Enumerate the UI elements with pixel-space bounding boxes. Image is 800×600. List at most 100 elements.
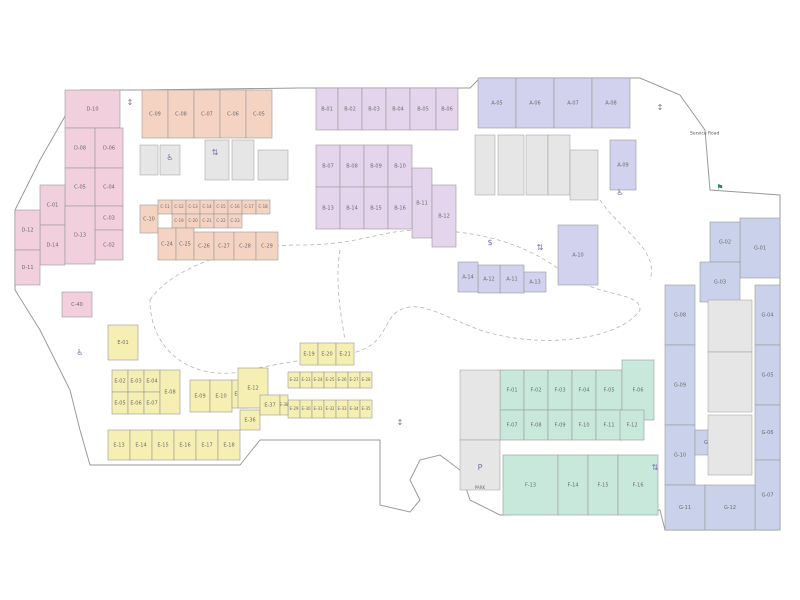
store-unit[interactable]: C-16 bbox=[227, 199, 243, 215]
store-unit[interactable]: A-11 bbox=[499, 264, 525, 294]
store-unit[interactable]: E-30 bbox=[299, 399, 313, 419]
store-unit[interactable]: C-01 bbox=[39, 184, 66, 226]
store-unit[interactable]: A-06 bbox=[515, 77, 555, 129]
store-unit[interactable]: B-02 bbox=[337, 87, 363, 131]
store-unit[interactable]: F-03 bbox=[547, 369, 573, 411]
restroom-icon[interactable]: ♿ bbox=[76, 348, 83, 357]
store-unit[interactable]: B-10 bbox=[387, 144, 413, 188]
store-unit[interactable]: E-37 bbox=[259, 394, 281, 416]
store-unit[interactable]: B-14 bbox=[339, 186, 365, 230]
store-unit[interactable]: G-11 bbox=[664, 484, 706, 531]
store-unit[interactable]: B-05 bbox=[409, 87, 437, 131]
elevator-icon[interactable]: ⇅ bbox=[212, 148, 219, 157]
store-unit[interactable]: C-21 bbox=[199, 213, 215, 229]
store-unit[interactable]: C-12 bbox=[171, 199, 187, 215]
store-unit[interactable]: C-09 bbox=[141, 89, 169, 139]
store-unit[interactable]: B-01 bbox=[315, 87, 339, 131]
escalator-icon[interactable]: ↕ bbox=[127, 98, 134, 107]
store-unit[interactable]: E-20 bbox=[317, 342, 337, 366]
store-unit[interactable]: G-03 bbox=[699, 261, 741, 303]
store-unit[interactable]: D-13 bbox=[64, 205, 96, 265]
escalator-icon[interactable]: ↕ bbox=[397, 418, 404, 427]
store-unit[interactable]: D-12 bbox=[14, 209, 41, 251]
store-unit[interactable]: F-04 bbox=[571, 369, 597, 411]
store-unit[interactable]: A-09 bbox=[609, 139, 637, 191]
store-unit[interactable]: F-10 bbox=[571, 409, 597, 441]
store-unit[interactable]: C-15 bbox=[213, 199, 229, 215]
store-unit[interactable]: F-15 bbox=[587, 454, 619, 516]
store-unit[interactable]: E-17 bbox=[195, 429, 219, 461]
store-unit[interactable]: E-36 bbox=[239, 409, 261, 431]
store-unit[interactable]: E-06 bbox=[127, 391, 145, 415]
store-unit[interactable]: C-22 bbox=[213, 213, 229, 229]
store-unit[interactable]: C-29 bbox=[255, 231, 279, 261]
store-unit[interactable]: E-15 bbox=[151, 429, 175, 461]
store-unit[interactable]: A-10 bbox=[557, 224, 599, 286]
store-unit[interactable]: C-40 bbox=[61, 291, 93, 318]
store-unit[interactable]: E-16 bbox=[173, 429, 197, 461]
store-unit[interactable]: D-06 bbox=[94, 127, 124, 169]
store-unit[interactable]: D-08 bbox=[64, 127, 96, 169]
store-unit[interactable]: C-18 bbox=[255, 199, 271, 215]
store-unit[interactable]: C-07 bbox=[193, 89, 221, 139]
store-unit[interactable]: E-29 bbox=[287, 399, 301, 419]
store-unit[interactable]: F-14 bbox=[557, 454, 589, 516]
store-unit[interactable]: C-05 bbox=[64, 167, 96, 207]
store-unit[interactable]: C-14 bbox=[199, 199, 215, 215]
store-unit[interactable]: E-31 bbox=[311, 399, 325, 419]
store-unit[interactable]: E-38 bbox=[279, 394, 289, 416]
store-unit[interactable]: A-13 bbox=[523, 271, 547, 293]
gate-sign-icon[interactable]: ⚑ bbox=[716, 183, 723, 192]
store-unit[interactable]: C-06 bbox=[219, 89, 247, 139]
atm-icon[interactable]: $ bbox=[487, 238, 492, 247]
store-unit[interactable]: E-19 bbox=[299, 342, 319, 366]
store-unit[interactable]: E-23 bbox=[299, 371, 313, 389]
store-unit[interactable]: B-16 bbox=[387, 186, 413, 230]
store-unit[interactable]: E-26 bbox=[335, 371, 349, 389]
store-unit[interactable]: F-02 bbox=[523, 369, 549, 411]
store-unit[interactable]: F-09 bbox=[547, 409, 573, 441]
store-unit[interactable]: C-11 bbox=[157, 199, 173, 215]
store-unit[interactable]: B-12 bbox=[431, 184, 457, 248]
store-unit[interactable]: F-13 bbox=[502, 454, 559, 516]
store-unit[interactable]: B-03 bbox=[361, 87, 387, 131]
store-unit[interactable]: C-24 bbox=[157, 227, 177, 261]
store-unit[interactable]: E-09 bbox=[189, 379, 211, 413]
store-unit[interactable]: G-09 bbox=[664, 344, 696, 426]
restroom-icon[interactable]: ♿ bbox=[166, 153, 173, 162]
store-unit[interactable]: G-05 bbox=[754, 344, 781, 406]
store-unit[interactable]: G-12 bbox=[704, 484, 756, 531]
store-unit[interactable]: C-03 bbox=[94, 205, 124, 231]
store-unit[interactable]: D-11 bbox=[14, 249, 41, 286]
store-unit[interactable]: C-19 bbox=[171, 213, 187, 229]
store-unit[interactable]: E-14 bbox=[129, 429, 153, 461]
store-unit[interactable]: F-01 bbox=[499, 369, 525, 411]
store-unit[interactable]: F-12 bbox=[619, 409, 645, 441]
store-unit[interactable]: C-23 bbox=[227, 213, 243, 229]
store-unit[interactable]: C-28 bbox=[233, 231, 257, 261]
store-unit[interactable]: C-26 bbox=[193, 231, 215, 261]
store-unit[interactable]: B-08 bbox=[339, 144, 365, 188]
store-unit[interactable]: F-11 bbox=[595, 409, 623, 441]
store-unit[interactable]: B-11 bbox=[411, 167, 433, 239]
store-unit[interactable]: E-03 bbox=[127, 369, 145, 393]
store-unit[interactable]: G-02 bbox=[709, 221, 741, 263]
store-unit[interactable]: G-06 bbox=[754, 404, 781, 461]
store-unit[interactable]: G-04 bbox=[754, 284, 781, 346]
store-unit[interactable]: F-16 bbox=[617, 454, 659, 516]
store-unit[interactable]: F-08 bbox=[523, 409, 549, 441]
store-unit[interactable]: A-07 bbox=[553, 77, 593, 129]
store-unit[interactable]: E-18 bbox=[217, 429, 241, 461]
store-unit[interactable]: E-27 bbox=[347, 371, 361, 389]
store-unit[interactable]: E-02 bbox=[111, 369, 129, 393]
store-unit[interactable]: G-10 bbox=[664, 424, 696, 486]
store-unit[interactable]: C-13 bbox=[185, 199, 201, 215]
store-unit[interactable]: E-33 bbox=[335, 399, 349, 419]
restroom-icon[interactable]: ♿ bbox=[616, 188, 623, 197]
store-unit[interactable]: E-34 bbox=[347, 399, 361, 419]
store-unit[interactable]: E-01 bbox=[107, 324, 139, 361]
store-unit[interactable]: E-13 bbox=[107, 429, 131, 461]
store-unit[interactable]: G-08 bbox=[664, 284, 696, 346]
store-unit[interactable]: E-22 bbox=[287, 371, 301, 389]
store-unit[interactable]: B-06 bbox=[435, 87, 459, 131]
